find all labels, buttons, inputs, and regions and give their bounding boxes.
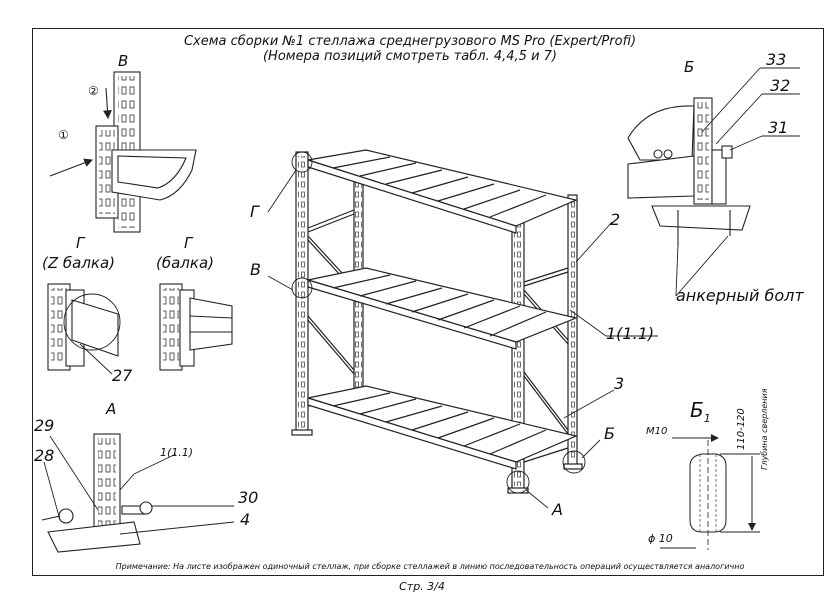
footer-note: Примечание: На листе изображен одиночный… xyxy=(115,562,745,571)
detail-a-base-plate xyxy=(41,433,235,553)
callout-pos-29: 29 xyxy=(34,416,55,435)
drawing-title: Схема сборки №1 стеллажа среднегрузового… xyxy=(150,34,670,64)
main-leaders xyxy=(267,169,658,509)
drill-thread-label: M10 xyxy=(646,426,668,437)
shelving-unit xyxy=(291,149,586,494)
detail-b-anchor xyxy=(627,67,800,297)
drawing-frame xyxy=(32,28,824,576)
callout-pos-2: 2 xyxy=(610,210,621,229)
detail-b1-drill-hole xyxy=(660,434,760,550)
drill-depth-label: Глубина сверления xyxy=(760,388,769,470)
callout-pos-3: 3 xyxy=(614,374,625,393)
view-label-a: А xyxy=(106,400,117,418)
detail-v-beam-connection xyxy=(49,71,197,233)
callout-pos-31: 31 xyxy=(768,118,789,137)
step-2-marker: ② xyxy=(88,84,99,98)
callout-a: А xyxy=(552,500,563,519)
callout-v: В xyxy=(250,260,261,279)
callout-pos-33: 33 xyxy=(766,50,787,69)
view-label-v: В xyxy=(118,52,129,70)
view-sub-g-beam: (балка) xyxy=(156,254,214,272)
callout-anchor-bolt: анкерный болт xyxy=(676,286,804,305)
drill-diameter-label: ϕ 10 xyxy=(648,532,673,545)
callout-pos-1: 1(1.1) xyxy=(606,324,655,343)
detail-g-z-beam xyxy=(47,283,121,375)
callout-pos-30: 30 xyxy=(238,488,259,507)
callout-pos-4: 4 xyxy=(240,510,251,529)
view-sub-g-z: (Z балка) xyxy=(42,254,116,272)
step-1-marker: ① xyxy=(58,128,69,142)
callout-g: Г xyxy=(250,202,259,221)
view-label-b1: Б1 xyxy=(690,398,711,425)
callout-b: Б xyxy=(604,424,615,443)
view-label-g-z: Г xyxy=(76,234,85,252)
title-line-1: Схема сборки №1 стеллажа среднегрузового… xyxy=(183,34,637,49)
callout-pos-32: 32 xyxy=(770,76,791,95)
callout-pos-1-detail: 1(1.1) xyxy=(160,446,194,459)
view-label-b1-letter: Б xyxy=(690,398,704,422)
drill-depth-range: 110-120 xyxy=(736,408,747,450)
detail-g-beam xyxy=(159,283,233,371)
view-label-b1-index: 1 xyxy=(703,412,711,425)
view-label-b: Б xyxy=(684,58,695,76)
view-label-g-beam: Г xyxy=(184,234,193,252)
callout-pos-28: 28 xyxy=(34,446,55,465)
callout-pos-27: 27 xyxy=(112,366,133,385)
page-number: Стр. 3/4 xyxy=(399,580,445,593)
title-line-2: (Номера позиций смотреть табл. 4,4,5 и 7… xyxy=(262,49,557,64)
